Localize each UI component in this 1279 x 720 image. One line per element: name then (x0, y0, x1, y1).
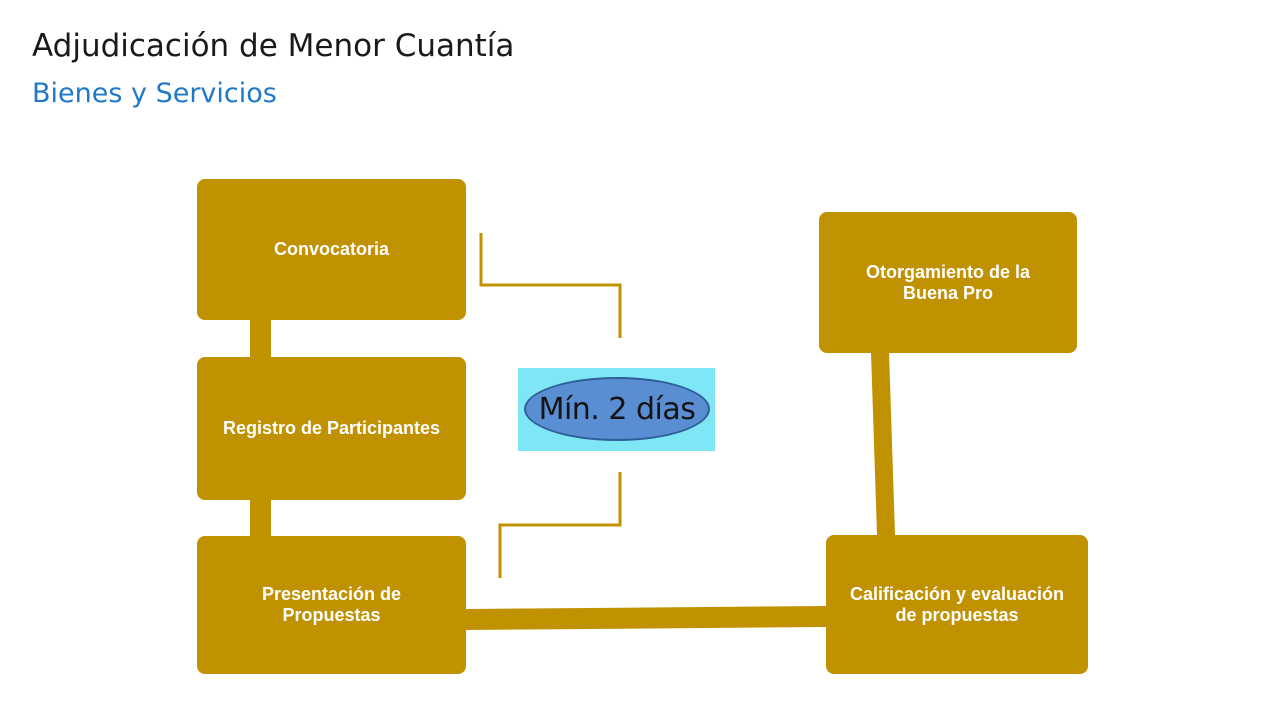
connector-convocatoria-registro (250, 318, 271, 358)
step-convocatoria: Convocatoria (197, 179, 466, 320)
duration-label: Mín. 2 días (538, 391, 696, 427)
duration-bracket-bottom (498, 472, 622, 578)
step-convocatoria-label: Convocatoria (273, 239, 390, 260)
step-calificacion-evaluacion: Calificación y evaluación de propuestas (826, 535, 1088, 674)
step-otorgamiento-buena-pro: Otorgamiento de la Buena Pro (819, 212, 1077, 353)
step-presentacion-propuestas: Presentación de Propuestas (197, 536, 466, 674)
step-registro-participantes-label: Registro de Participantes (222, 418, 441, 439)
connector-presentacion-calificacion (464, 606, 827, 630)
step-presentacion-propuestas-label: Presentación de Propuestas (261, 584, 402, 625)
step-calificacion-evaluacion-label: Calificación y evaluación de propuestas (849, 583, 1065, 625)
duration-bracket-top (479, 233, 622, 338)
step-registro-participantes: Registro de Participantes (197, 357, 466, 500)
step-otorgamiento-buena-pro-label: Otorgamiento de la Buena Pro (865, 261, 1031, 303)
connector-registro-presentacion (250, 498, 271, 538)
duration-oval: Mín. 2 días (524, 377, 710, 441)
duration-badge: Mín. 2 días (518, 368, 715, 451)
connector-calificacion-otorgamiento (871, 352, 895, 535)
slide-subtitle: Bienes y Servicios (32, 78, 277, 109)
slide-title: Adjudicación de Menor Cuantía (32, 28, 515, 64)
